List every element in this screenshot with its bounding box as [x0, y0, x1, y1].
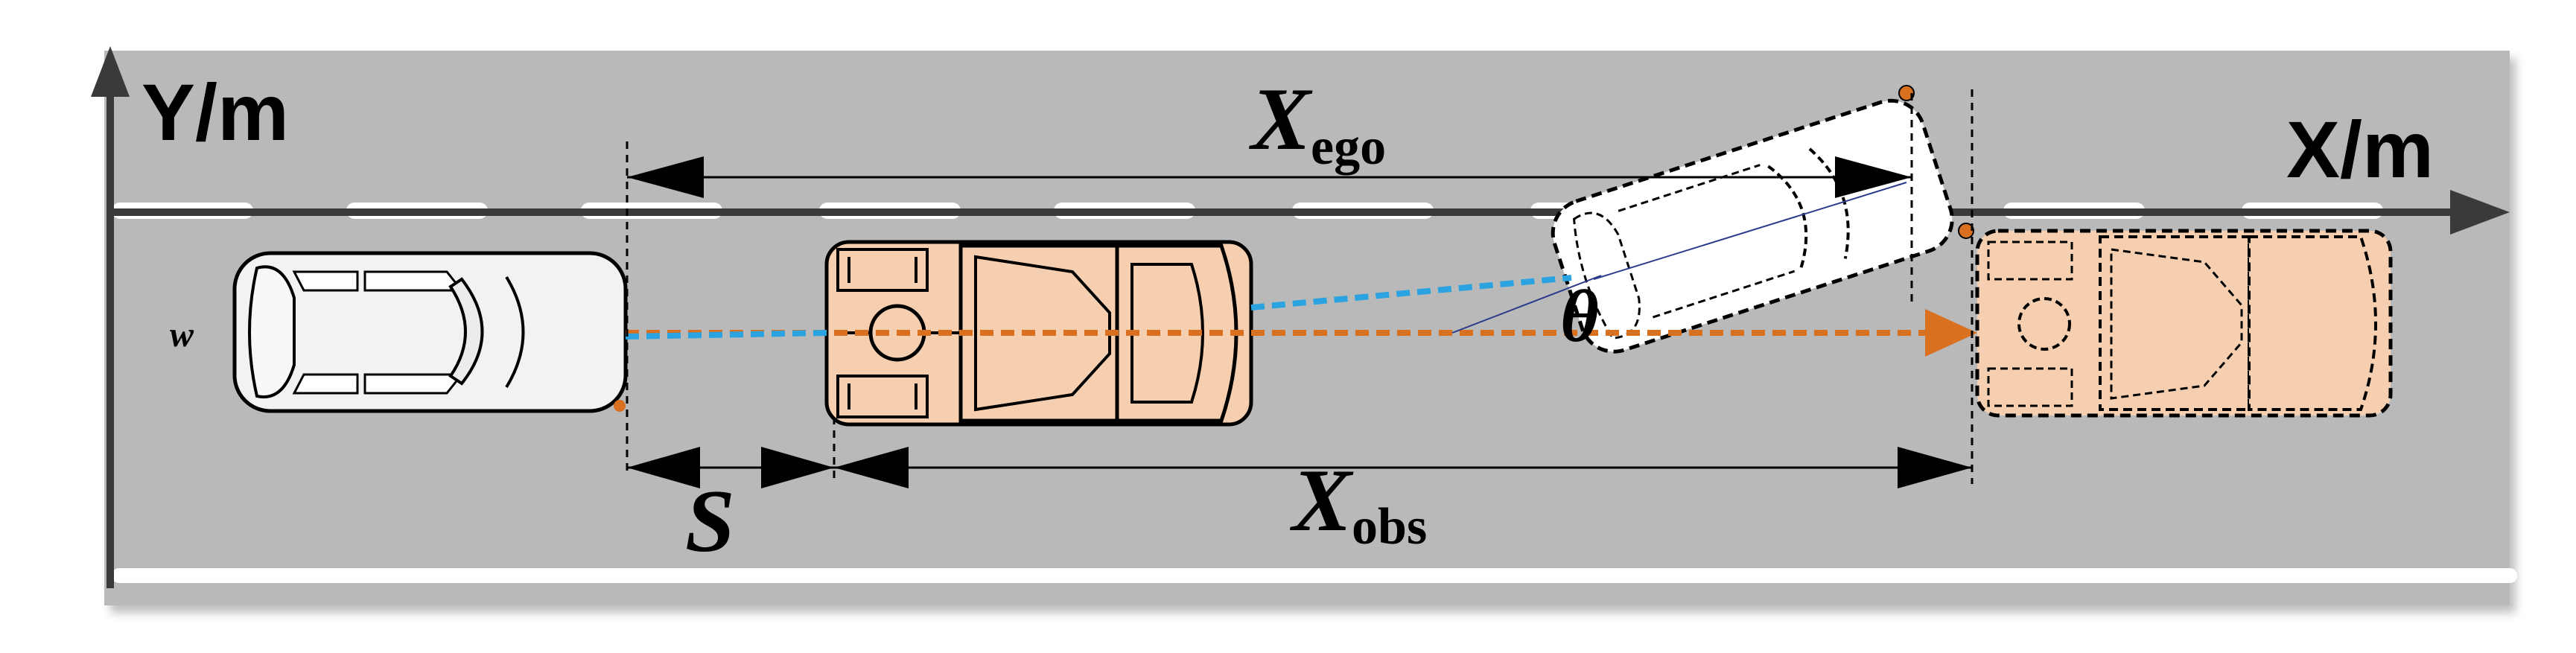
theta-reference-line: [1451, 275, 1602, 334]
truck-future: [1975, 229, 2393, 418]
x-obs-dimension: [834, 447, 1972, 488]
x-obs-label: Xobs: [1289, 450, 1427, 555]
orange-path-arrow-icon: [1925, 309, 1977, 357]
truck-future-corner-point: [1958, 223, 1974, 239]
blue-path-left: [625, 330, 827, 340]
blue-path-right: [1250, 275, 1572, 310]
x-axis-arrow-icon: [2450, 190, 2510, 235]
theta-label: θ: [1560, 275, 1599, 357]
rear-car-corner-point: [614, 400, 626, 412]
dimension-guides: [626, 89, 1974, 484]
ego-heading-line: [1593, 182, 1907, 280]
y-axis-arrow-icon: [91, 46, 130, 97]
rear-car: [232, 251, 628, 413]
y-axis-label: Y/m: [141, 67, 289, 157]
axes: [91, 46, 2510, 588]
x-axis-label: X/m: [2286, 104, 2434, 194]
lane-marking-bottom: [112, 568, 2517, 583]
s-label: S: [685, 471, 735, 570]
truck: [824, 240, 1253, 427]
x-ego-dimension: [627, 156, 1912, 198]
x-ego-label: Xego: [1248, 69, 1386, 176]
w-label: w: [170, 315, 194, 354]
ego-car-corner-point: [1898, 85, 1915, 101]
s-dimension: [627, 447, 834, 488]
